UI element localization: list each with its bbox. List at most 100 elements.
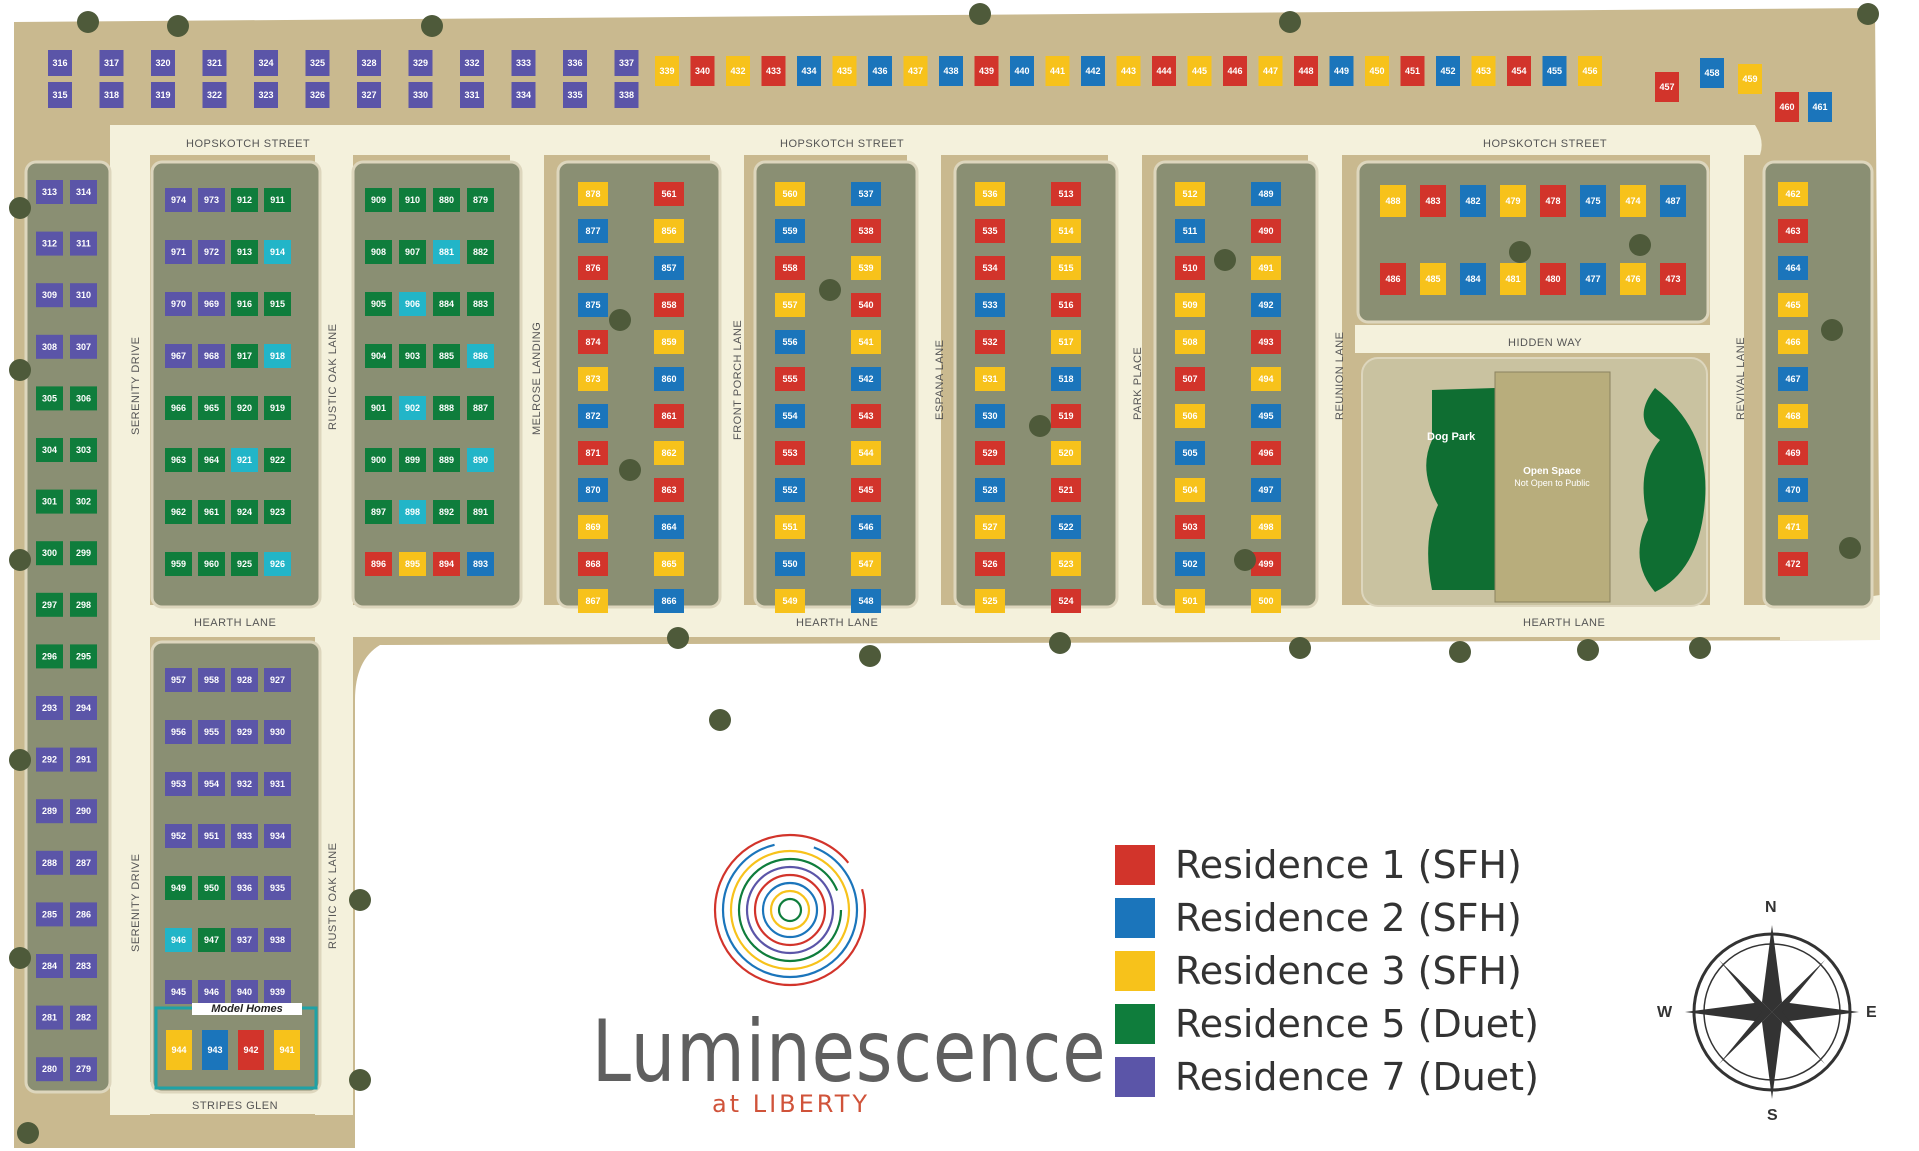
top-sfh-lot: 444 (1152, 56, 1176, 86)
top-duet-lot: 338 (614, 82, 639, 108)
block-g-lot: 481 (1500, 263, 1526, 295)
lot-284 (36, 954, 63, 978)
street-hearth-2: HEARTH LANE (796, 617, 879, 629)
block-b-lot: 910 (399, 188, 426, 212)
lot-number: 480 (1545, 274, 1560, 284)
block-f-lot: 495 (1251, 404, 1281, 428)
lot-number: 453 (1476, 66, 1491, 76)
lot-number: 334 (516, 90, 531, 100)
lot-number: 953 (171, 779, 186, 789)
lot-460 (1775, 92, 1799, 122)
left-lot: 309 (36, 283, 63, 308)
tree-28 (1234, 549, 1256, 571)
lot-number: 974 (171, 195, 186, 205)
lot-number: 869 (585, 522, 600, 532)
block-b-lot: 885 (433, 344, 460, 368)
road-lane-5 (1710, 140, 1744, 620)
lot-474 (1620, 185, 1646, 217)
lot-number: 469 (1785, 448, 1800, 458)
block-f-lot: 512 (1175, 182, 1205, 206)
lot-901 (365, 396, 392, 420)
lot-471 (1778, 515, 1808, 539)
street-serenity-1: SERENITY DRIVE (130, 336, 142, 436)
block-a-lot: 914 (264, 240, 291, 264)
lot-number: 314 (76, 187, 91, 197)
lot-941 (274, 1030, 300, 1070)
lot-925 (231, 552, 258, 576)
lot-295 (70, 644, 97, 669)
lot-number: 878 (585, 189, 600, 199)
lot-number: 920 (237, 403, 252, 413)
block-a-lot: 972 (198, 240, 225, 264)
lot-number: 548 (858, 596, 873, 606)
lot-450 (1365, 56, 1389, 86)
lot-464 (1778, 256, 1808, 280)
lot-number: 443 (1121, 66, 1136, 76)
block-h-lot: 946 (198, 980, 225, 1004)
lot-number: 909 (371, 195, 386, 205)
top-sfh-lot: 441 (1045, 56, 1070, 86)
lot-number: 889 (439, 455, 454, 465)
top-sfh-lot: 432 (726, 56, 750, 86)
block-h-lot: 935 (264, 876, 291, 900)
lot-945 (165, 980, 192, 1004)
lot-number: 300 (42, 548, 57, 558)
lot-number: 967 (171, 351, 186, 361)
block-e-lot: 520 (1051, 441, 1081, 465)
block-a-lot: 918 (264, 344, 291, 368)
block-h-lot: 927 (264, 668, 291, 692)
block-a-lot: 969 (198, 292, 225, 316)
street-hopskotch-3: HOPSKOTCH STREET (1483, 138, 1608, 150)
block-e-lot: 518 (1051, 367, 1081, 391)
lot-547 (851, 552, 881, 576)
block-f-lot: 493 (1251, 330, 1281, 354)
lot-number: 881 (439, 247, 454, 257)
lot-541 (851, 330, 881, 354)
lot-879 (467, 188, 494, 212)
lot-number: 320 (155, 58, 170, 68)
lot-522 (1051, 515, 1081, 539)
block-b-lot: 881 (433, 240, 460, 264)
lot-533 (975, 293, 1005, 317)
top-sfh-lot: 451 (1400, 56, 1425, 86)
block-f-lot: 509 (1175, 293, 1205, 317)
top-duet-lot: 336 (563, 50, 587, 76)
lot-number: 491 (1258, 263, 1273, 273)
lot-953 (165, 772, 192, 796)
right-lot: 470 (1778, 478, 1808, 502)
lot-number: 297 (42, 600, 57, 610)
legend-item-residence-7: Residence 7 (Duet) (1115, 1050, 1545, 1103)
block-c-lot: 875 (578, 293, 608, 317)
lot-number: 957 (171, 675, 186, 685)
lot-number: 537 (858, 189, 873, 199)
top-sfh-lot: 442 (1081, 56, 1105, 86)
lot-number: 306 (76, 393, 91, 403)
lot-number: 466 (1785, 337, 1800, 347)
lot-545 (851, 478, 881, 502)
lot-number: 522 (1058, 522, 1073, 532)
lot-number: 872 (585, 411, 600, 421)
block-a-lot: 913 (231, 240, 258, 264)
lot-856 (654, 219, 684, 243)
lot-number: 441 (1050, 66, 1065, 76)
legend-item-residence-1: Residence 1 (SFH) (1115, 838, 1545, 891)
lot-918 (264, 344, 291, 368)
lot-503 (1175, 515, 1205, 539)
lot-number: 555 (782, 374, 797, 384)
block-h-lot: 954 (198, 772, 225, 796)
lot-number: 520 (1058, 448, 1073, 458)
block-a-lot: 960 (198, 552, 225, 576)
lot-507 (1175, 367, 1205, 391)
block-c-lot: 868 (578, 552, 608, 576)
block-c-lot: 865 (654, 552, 684, 576)
lot-number: 327 (361, 90, 376, 100)
lot-315 (48, 82, 72, 108)
street-rustic-oak-1: RUSTIC OAK LANE (327, 323, 339, 430)
lot-526 (975, 552, 1005, 576)
lot-907 (399, 240, 426, 264)
block-e-lot: 536 (975, 182, 1005, 206)
block-g-lot: 487 (1660, 185, 1686, 217)
lot-number: 432 (730, 66, 745, 76)
block-b-lot: 884 (433, 292, 460, 316)
